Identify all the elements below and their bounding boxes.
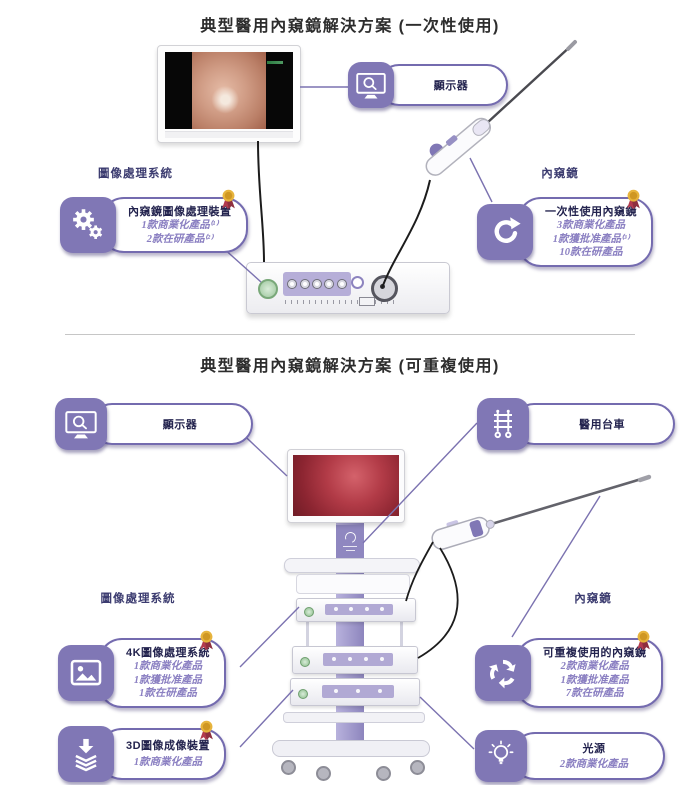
badge-line: 1款商業化產品 bbox=[133, 661, 203, 672]
curved-arrow-icon bbox=[477, 203, 533, 260]
badge-line: 2款商業化產品 bbox=[560, 661, 629, 672]
link-light-badge bbox=[419, 696, 475, 750]
badge-title: 3D圖像成像裝置 bbox=[126, 740, 211, 753]
section2-title: 典型醫用內窺鏡解決方案 (可重複使用) bbox=[200, 358, 500, 375]
badge-label: 顯示器 bbox=[433, 80, 469, 92]
monitor-cable bbox=[257, 140, 265, 263]
scope-connector bbox=[371, 275, 398, 302]
rigid-scope-rod bbox=[486, 475, 650, 527]
recycle-icon bbox=[475, 644, 531, 701]
display-badge-s1: 顯示器 bbox=[348, 62, 508, 108]
medical-cart-badge: 醫用台車 bbox=[477, 398, 675, 450]
bulb-icon bbox=[475, 730, 527, 782]
award-ribbon-icon bbox=[198, 719, 215, 742]
badge-line: 1款獲批准產品 bbox=[560, 674, 629, 686]
light-source-unit bbox=[290, 678, 420, 706]
monitor-search-icon bbox=[348, 62, 394, 108]
label-image-processing-s1: 圖像處理系統 bbox=[98, 168, 173, 180]
light-guide-cable bbox=[417, 547, 459, 659]
label-endoscope-s2: 內窺鏡 bbox=[574, 593, 612, 605]
label-image-processing-s2: 圖像處理系統 bbox=[100, 593, 176, 605]
usb-port bbox=[359, 297, 375, 306]
badge-line: 2款商業化產品 bbox=[559, 758, 629, 770]
cart-icon bbox=[477, 398, 529, 450]
link-4k-badge bbox=[239, 606, 300, 668]
monitor-reusable bbox=[287, 449, 405, 523]
camera-head bbox=[431, 516, 495, 550]
monitor-search-icon bbox=[55, 398, 107, 450]
image-processor-device bbox=[246, 262, 450, 314]
processor-unit bbox=[292, 646, 418, 674]
badge-title: 光源 bbox=[582, 742, 606, 755]
badge-title: 一次性使用內窺鏡 bbox=[545, 206, 637, 218]
monitor-single-use bbox=[157, 45, 301, 143]
badge-line: 7款在研產品 bbox=[565, 688, 624, 700]
surgical-image bbox=[293, 455, 399, 516]
badge-line: 1款在研產品 bbox=[139, 688, 197, 700]
camera-control-unit bbox=[296, 598, 416, 622]
badge-line: 1款獲批准產品 bbox=[133, 674, 203, 686]
cart-base bbox=[272, 740, 430, 757]
badge-title: 4K圖像處理系統 bbox=[126, 647, 211, 659]
connector-panel bbox=[283, 272, 351, 296]
endoscopic-image bbox=[165, 52, 293, 129]
image-icon bbox=[58, 644, 114, 701]
badge-line: 2款在研產品⁽²⁾ bbox=[146, 233, 213, 245]
badge-line: 3款商業化產品 bbox=[556, 220, 626, 231]
link-single-use-badge bbox=[469, 157, 493, 203]
badge-title: 內窺鏡圖像處理裝置 bbox=[128, 206, 232, 218]
section-divider bbox=[65, 334, 635, 335]
award-ribbon-icon bbox=[198, 629, 215, 652]
screen-logo bbox=[267, 61, 283, 64]
single-use-scope-handle bbox=[425, 117, 492, 176]
award-ribbon-icon bbox=[625, 188, 642, 211]
award-ribbon-icon bbox=[220, 188, 237, 211]
section1-title: 典型醫用內窺鏡解決方案 (一次性使用) bbox=[200, 18, 500, 35]
power-button bbox=[258, 279, 278, 299]
layers-download-icon bbox=[58, 726, 114, 782]
award-ribbon-icon bbox=[635, 629, 652, 652]
3d-imaging-badge: 3D圖像成像裝置 1款商業化產品 bbox=[58, 720, 227, 782]
label-endoscope-s1: 內窺鏡 bbox=[541, 168, 579, 180]
link-reusable-badge bbox=[511, 495, 601, 638]
badge-label: 顯示器 bbox=[162, 419, 198, 431]
4k-image-processing-badge: 4K圖像處理系統 1款商業化產品 1款獲批准產品 1款在研產品 bbox=[58, 630, 227, 708]
badge-line: 1款商業化產品⁽¹⁾ bbox=[141, 220, 219, 231]
single-use-endoscope-badge: 一次性使用內窺鏡 3款商業化產品 1款獲批准產品⁽³⁾ 10款在研產品 bbox=[477, 189, 653, 267]
badge-title: 可重複使用的內窺鏡 bbox=[543, 647, 647, 659]
badge-line: 1款獲批准產品⁽³⁾ bbox=[552, 233, 630, 245]
cart-drawer bbox=[296, 574, 410, 594]
badge-label: 醫用台車 bbox=[579, 419, 625, 431]
cart-tray bbox=[284, 558, 420, 573]
display-badge-s2: 顯示器 bbox=[55, 398, 253, 450]
gears-icon bbox=[60, 197, 116, 254]
badge-line: 10款在研產品 bbox=[559, 247, 623, 259]
badge-line: 1款商業化產品 bbox=[133, 757, 203, 769]
cart-lower-shelf bbox=[283, 712, 425, 723]
processor-badge: 內窺鏡圖像處理裝置 1款商業化產品⁽¹⁾ 2款在研產品⁽²⁾ bbox=[60, 189, 248, 254]
light-source-badge: 光源 2款商業化產品 bbox=[475, 730, 665, 782]
reusable-endoscope-badge: 可重複使用的內窺鏡 2款商業化產品 1款獲批准產品 7款在研產品 bbox=[475, 630, 663, 708]
